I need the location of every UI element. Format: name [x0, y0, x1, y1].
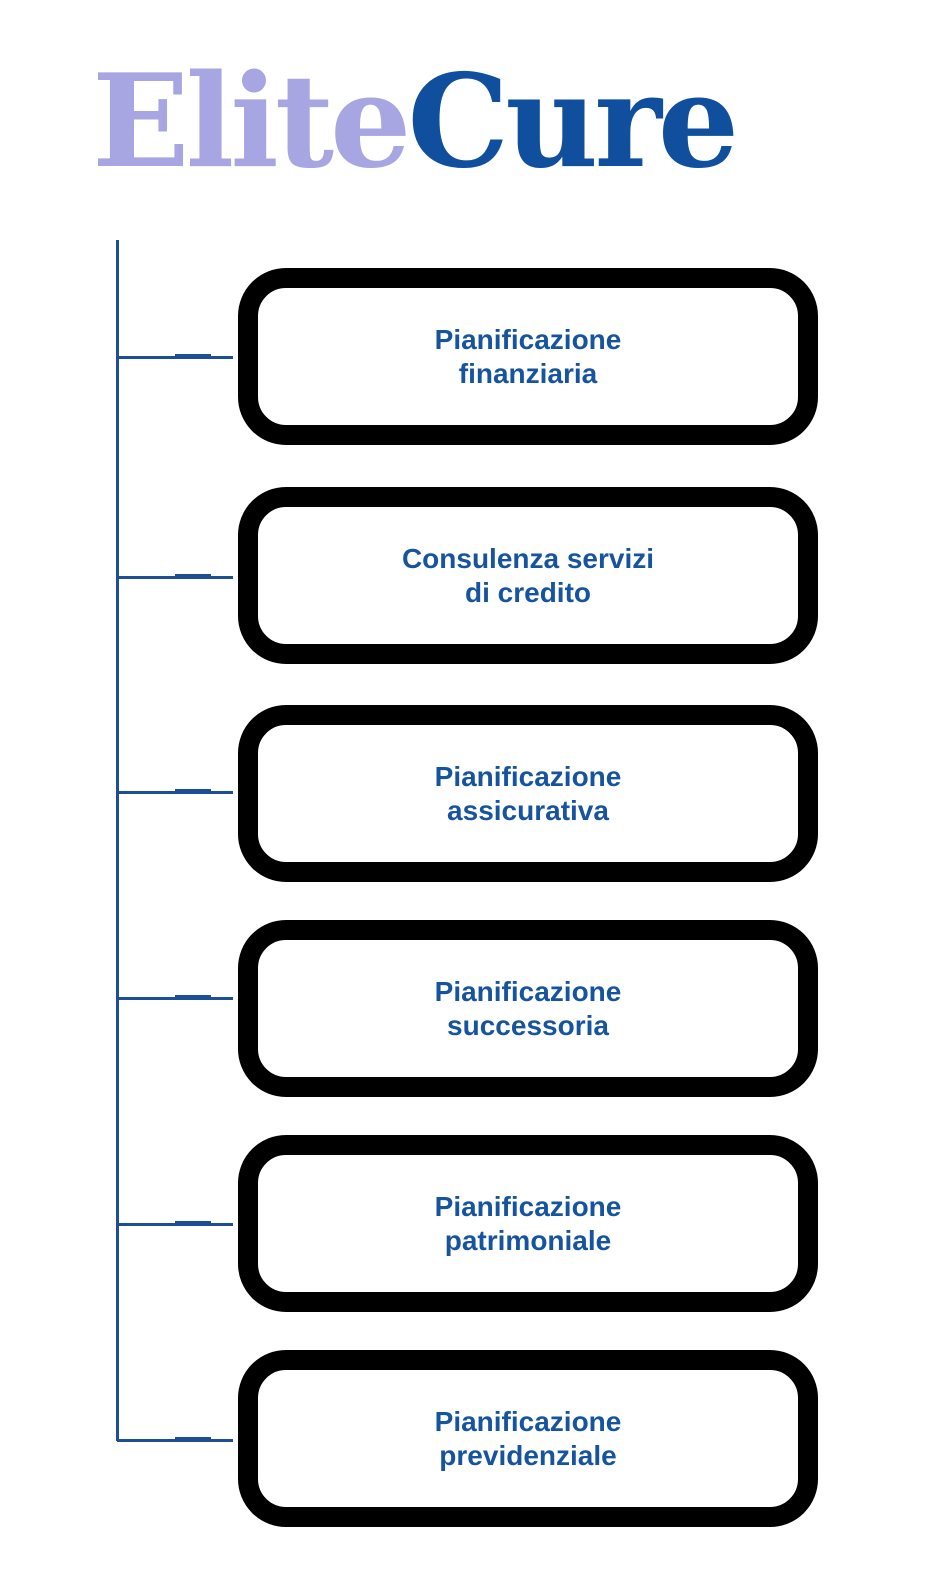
label-line: Pianificazione: [434, 323, 622, 355]
connector-line-6: [117, 1437, 233, 1442]
label-line: successoria: [447, 1009, 609, 1041]
service-node-label: Pianificazione assicurativa: [435, 760, 622, 828]
label-line: finanziaria: [458, 357, 598, 389]
logo-text-cure: Cure: [407, 47, 739, 197]
label-line: Pianificazione: [434, 1190, 622, 1222]
label-line: Pianificazione: [434, 760, 622, 792]
logo-text-elite: Elite: [92, 47, 411, 197]
service-node-pianificazione-finanziaria: Pianificazione finanziaria: [238, 268, 818, 445]
label-line: Consulenza servizi: [401, 542, 655, 574]
service-node-label: Pianificazione patrimoniale: [435, 1190, 622, 1258]
connector-line-2: [117, 574, 233, 579]
connector-line-3: [117, 789, 233, 794]
label-line: di credito: [464, 576, 591, 608]
service-node-pianificazione-patrimoniale: Pianificazione patrimoniale: [238, 1135, 818, 1312]
logo-wordmark: EliteCure: [92, 52, 739, 193]
label-line: previdenziale: [439, 1439, 617, 1471]
connector-line-1: [117, 354, 233, 359]
service-node-pianificazione-previdenziale: Pianificazione previdenziale: [238, 1350, 818, 1527]
service-node-label: Pianificazione previdenziale: [435, 1405, 622, 1473]
service-node-label: Pianificazione successoria: [435, 975, 622, 1043]
service-node-pianificazione-successoria: Pianificazione successoria: [238, 920, 818, 1097]
label-line: patrimoniale: [444, 1224, 612, 1256]
service-node-pianificazione-assicurativa: Pianificazione assicurativa: [238, 705, 818, 882]
label-line: assicurativa: [447, 794, 609, 826]
label-line: Pianificazione: [434, 1405, 622, 1437]
label-line: Pianificazione: [434, 975, 622, 1007]
service-node-label: Consulenza servizi di credito: [402, 542, 654, 610]
connector-line-4: [117, 995, 233, 1000]
service-node-label: Pianificazione finanziaria: [435, 323, 622, 391]
service-node-consulenza-servizi-di-credito: Consulenza servizi di credito: [238, 487, 818, 664]
connector-line-5: [117, 1221, 233, 1226]
tree-trunk-line: [116, 240, 119, 1441]
